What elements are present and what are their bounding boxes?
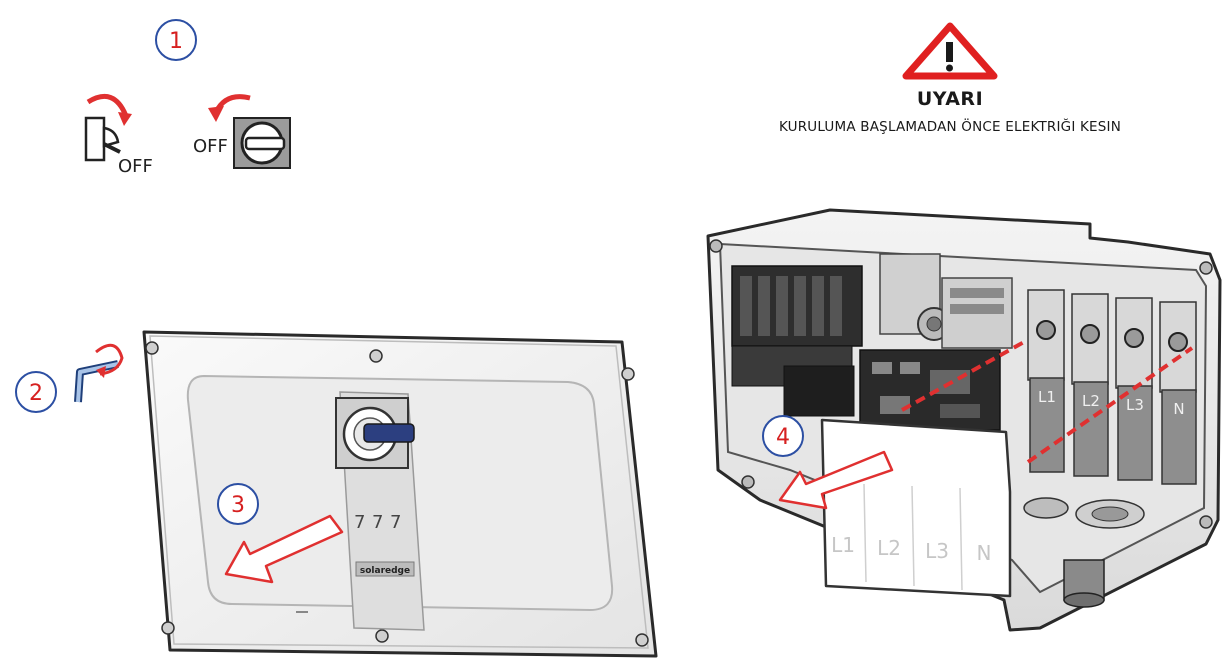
breaker-off-label: OFF	[118, 156, 153, 177]
remove-terminal-cover-arrow-icon	[778, 450, 894, 510]
breaker-switch-icon: OFF	[84, 93, 153, 177]
switch-mechanism	[879, 253, 1013, 349]
connection-unit-enclosure: L1 L2 L3 N L1	[706, 208, 1222, 632]
step-3-number: 3	[231, 493, 245, 518]
remove-cover-arrow-icon	[224, 514, 344, 584]
step-1-number: 1	[169, 29, 183, 54]
svg-text:7: 7	[372, 512, 383, 533]
svg-text:7: 7	[390, 512, 401, 533]
terminal-label-l2: L2	[1082, 392, 1100, 410]
step-2-badge: 2	[15, 371, 57, 413]
step-2-number: 2	[29, 381, 43, 406]
cover-label-l3: L3	[925, 539, 949, 563]
cover-brand-mark: solaredge	[360, 566, 410, 576]
step-3-badge: 3	[217, 483, 259, 525]
rotary-off-label: OFF	[193, 136, 228, 157]
terminal-label-l1: L1	[1038, 388, 1056, 406]
hex-key-icon	[74, 343, 124, 403]
pcb-board	[859, 349, 1001, 431]
cover-label-n: N	[977, 541, 992, 565]
terminal-label-l3: L3	[1126, 396, 1144, 414]
warning-text: KURULUMA BAŞLAMADAN ÖNCE ELEKTRIĞI KESIN	[778, 119, 1122, 135]
terminal-label-n: N	[1173, 400, 1184, 418]
ac-terminal-cover: L1 L2 L3 N	[820, 418, 1012, 598]
cover-label-l1: L1	[831, 533, 855, 557]
rotary-switch-icon: OFF	[193, 94, 291, 169]
step-4-badge: 4	[762, 415, 804, 457]
dc-fuse-block	[731, 265, 863, 417]
step-1-badge: 1	[155, 19, 197, 61]
cable-glands	[1023, 497, 1145, 608]
warning-title: UYARI	[916, 88, 984, 110]
warning-triangle-icon	[902, 22, 998, 80]
step-4-number: 4	[776, 425, 790, 450]
ac-terminal-block: L1 L2 L3 N	[1027, 289, 1197, 485]
cover-label-l2: L2	[877, 536, 901, 560]
svg-text:7: 7	[354, 512, 365, 533]
